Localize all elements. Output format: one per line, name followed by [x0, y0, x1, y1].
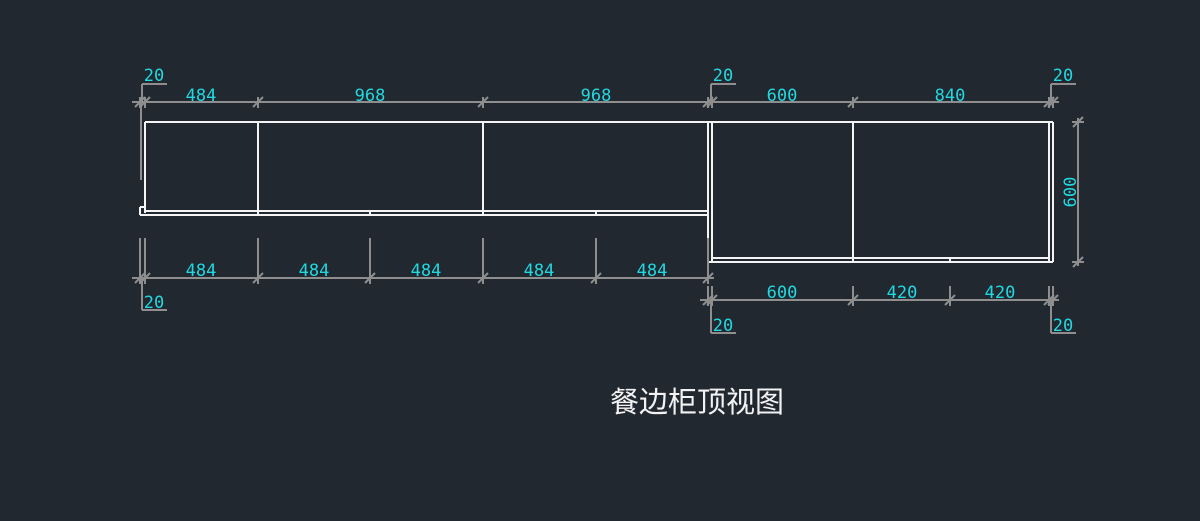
dim-top-offset-3: 20	[1053, 66, 1073, 86]
dim-bottom-right-offset-2: 20	[1053, 316, 1073, 336]
dim-bottom-right-1: 600	[767, 283, 798, 303]
dimension-lines	[132, 83, 1084, 334]
dim-bottom-left-1: 484	[186, 261, 217, 281]
dim-bottom-left-3: 484	[411, 261, 442, 281]
dim-bottom-right-2: 420	[887, 283, 918, 303]
dim-top-offset-1: 20	[144, 66, 164, 86]
cabinet-outline	[139, 121, 1054, 263]
dim-bottom-left-offset: 20	[144, 293, 164, 313]
dim-top-3: 968	[581, 86, 612, 106]
dim-bottom-right-offset-1: 20	[713, 316, 733, 336]
dim-bottom-left-2: 484	[299, 261, 330, 281]
dim-bottom-right-3: 420	[985, 283, 1016, 303]
dim-top-1: 484	[186, 86, 217, 106]
dim-top-offset-2: 20	[713, 66, 733, 86]
dim-top-2: 968	[355, 86, 386, 106]
drawing-title: 餐边柜顶视图	[610, 385, 784, 419]
dim-depth: 600	[1061, 177, 1081, 208]
dim-bottom-left-5: 484	[637, 261, 668, 281]
dim-top-5: 840	[935, 86, 966, 106]
dim-bottom-left-4: 484	[524, 261, 555, 281]
dim-top-4: 600	[767, 86, 798, 106]
